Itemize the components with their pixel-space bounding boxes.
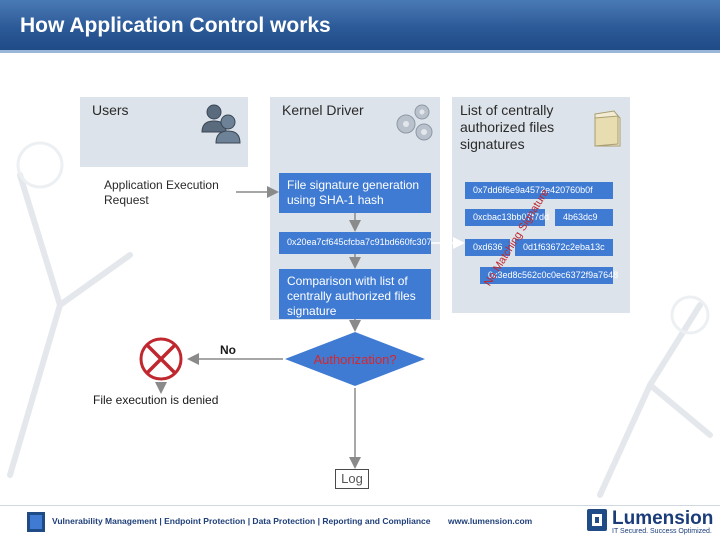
footer-url[interactable]: www.lumension.com	[448, 516, 533, 526]
authorization-label: Authorization?	[313, 352, 397, 367]
signature-list-label: List of centrally authorized files signa…	[460, 102, 555, 152]
deny-cross-icon	[139, 337, 183, 381]
users-label: Users	[92, 102, 129, 118]
footer-square-icon	[27, 512, 45, 532]
signature-row: 0d1f63672c2eba13c	[515, 239, 613, 256]
gears-icon	[396, 104, 433, 141]
header-divider	[0, 50, 720, 53]
hash-value-box: 0x20ea7cf645cfcba7c91bd660fc307	[279, 232, 432, 254]
brand-name: Lumension	[612, 508, 714, 529]
footer-divider	[0, 505, 720, 506]
signature-row: 0x7dd6f6e9a4572e420760b0f	[465, 182, 613, 199]
users-icon	[201, 104, 241, 144]
signature-row: 0x3ed8c562c0c0ec6372f9a7648	[480, 267, 618, 284]
background-sketch	[7, 141, 713, 498]
authorization-diamond	[285, 332, 425, 386]
comparison-box: Comparison with list of centrally author…	[279, 269, 431, 319]
log-box: Log	[335, 469, 369, 489]
folder-icon	[594, 110, 621, 147]
signature-row: 4b63dc9	[555, 209, 613, 226]
lumension-logo-icon	[587, 509, 607, 531]
execution-request-label: Application Execution Request	[104, 178, 219, 207]
signature-row: 0xcbac13bb07f7dd	[465, 209, 549, 226]
title-bar	[0, 0, 720, 50]
signature-row: 0xd636	[465, 239, 510, 256]
brand-tagline: IT Secured. Success Optimized.	[612, 528, 712, 535]
page-title: How Application Control works	[20, 14, 331, 37]
footer-tagline: Vulnerability Management | Endpoint Prot…	[52, 516, 431, 526]
kernel-driver-label: Kernel Driver	[282, 102, 364, 118]
no-label: No	[220, 343, 236, 357]
signature-generation-box: File signature generation using SHA-1 ha…	[279, 173, 431, 213]
execution-denied-label: File execution is denied	[93, 393, 219, 407]
